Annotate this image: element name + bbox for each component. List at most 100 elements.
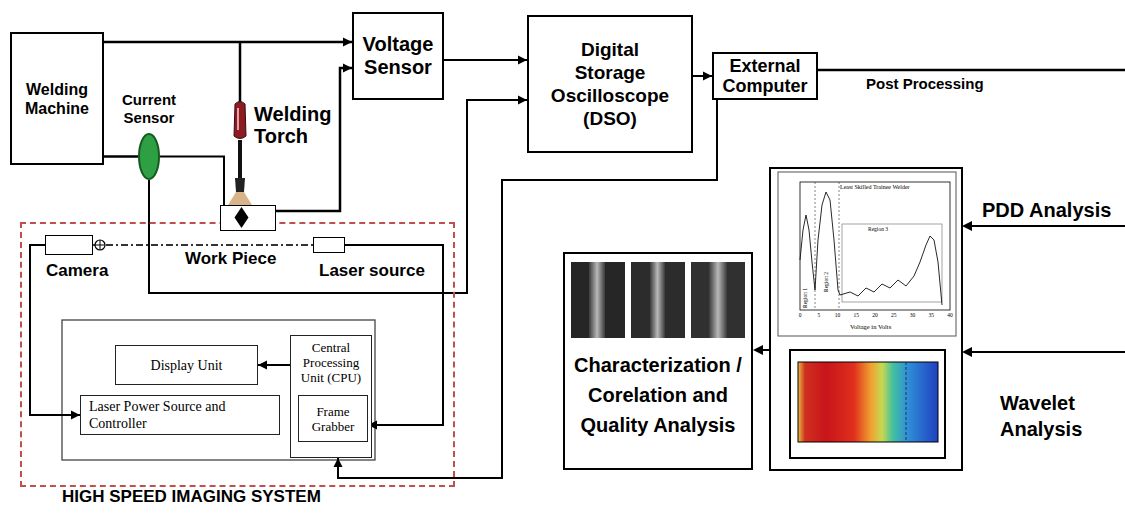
torch-nozzle: [235, 178, 245, 192]
pdd-chart-frame: [778, 172, 956, 336]
node-label: Characterization / Corelation and Qualit…: [569, 350, 747, 440]
node-label: Laser Power Source and Controller: [89, 398, 271, 432]
camera-lens: [95, 240, 105, 250]
connector-arrow: [149, 96, 527, 294]
weld-image: [631, 262, 685, 338]
analysis-panel: [770, 168, 962, 470]
oscilloscope-box: Digital Storage Oscilloscope (DSO): [527, 15, 693, 153]
system-housing: [62, 320, 375, 460]
weld-bead: [589, 262, 605, 338]
pdd-plot-axes: [800, 182, 950, 310]
scalogram-marker: [906, 362, 907, 442]
connector-line: [149, 100, 527, 293]
region-label: Region 3: [868, 226, 888, 233]
chart-title: Least Skilled Trainee Welder: [840, 184, 910, 191]
node-label: Display Unit: [151, 357, 223, 374]
laser-beam: [106, 244, 313, 246]
node-label: Voltage Sensor: [358, 33, 438, 79]
arrow-head: [343, 38, 352, 47]
tick-label: 30: [907, 312, 919, 319]
connector-arrow: [104, 38, 352, 47]
computer-box: External Computer: [712, 52, 818, 100]
node-label: HIGH SPEED IMAGING SYSTEM: [62, 487, 321, 507]
tick-label: 40: [944, 312, 956, 319]
region-label: Region 1: [802, 288, 809, 308]
node-label: Frame Grabber: [301, 404, 365, 434]
arrow-head: [343, 64, 352, 73]
connector-line: [104, 41, 352, 44]
tick-label: 35: [925, 312, 937, 319]
sensor-ellipse: Current Sensor: [138, 133, 160, 180]
pdd-input-arrow: [970, 225, 1125, 227]
torch-lead: [239, 42, 242, 104]
weld-image: [571, 262, 625, 338]
sensor-ellipse-shape: [139, 134, 159, 179]
flow-label: Post Processing: [866, 75, 984, 93]
tick-label: 0: [794, 312, 806, 319]
arc-flame: [228, 192, 252, 205]
arrow-head: [334, 458, 343, 467]
torch-neck: [238, 140, 242, 180]
weld-joint: [221, 206, 274, 229]
connector-arrow: [258, 361, 290, 370]
weld-bead: [650, 262, 665, 338]
part-label: Welding Torch: [254, 103, 336, 147]
analysis-label: PDD Analysis: [982, 198, 1111, 222]
arrow-head: [962, 221, 972, 231]
arrow-head: [258, 361, 267, 370]
tick-label: 5: [813, 312, 825, 319]
work-piece: Work Piece: [220, 205, 276, 231]
grabber-box: Frame Grabber: [298, 395, 368, 442]
node-label: Current Sensor: [109, 91, 189, 127]
connector-line: [160, 157, 224, 206]
node-label: Work Piece: [185, 249, 276, 269]
node-label: External Computer: [718, 56, 812, 96]
wavelet-input-arrow: [970, 351, 1125, 353]
arrow-head: [962, 347, 972, 357]
sensor-shape: [138, 133, 160, 180]
connector-arrow: [444, 56, 527, 65]
tick-label: 15: [850, 312, 862, 319]
connector-line: [104, 155, 138, 158]
controller-box: Laser Power Source and Controller: [80, 395, 280, 435]
torch-handle: [234, 102, 246, 139]
tick-label: 10: [832, 312, 844, 319]
tick-label: 25: [888, 312, 900, 319]
node-label: Welding Machine: [16, 80, 98, 118]
lens-cross: [100, 240, 101, 250]
pdd-curve: [800, 192, 942, 305]
weld-diamond: [235, 207, 249, 228]
region-divider: [815, 182, 816, 310]
region-label: Region 2: [823, 272, 830, 292]
laser-head: Laser source: [313, 237, 345, 253]
analysis-label: Wavelet Analysis: [1000, 390, 1100, 442]
connector-arrow: [693, 72, 712, 81]
node-label: Digital Storage Oscilloscope (DSO): [547, 38, 673, 130]
weld-image: [691, 262, 745, 338]
display-box: Display Unit: [115, 345, 258, 385]
weld-bead: [709, 262, 727, 338]
arrow-head: [703, 72, 712, 81]
wavelet-scalogram: [798, 362, 938, 442]
connector-arrow: [104, 156, 138, 157]
connector-arrow: [160, 157, 224, 206]
node-label: Camera: [46, 261, 108, 281]
arrow-head: [518, 56, 527, 65]
sensor-box: Voltage Sensor: [352, 12, 444, 100]
arrow-head: [518, 96, 527, 105]
result-box: Characterization / Corelation and Qualit…: [563, 252, 753, 470]
node-label: Laser source: [319, 261, 425, 281]
tick-label: 20: [869, 312, 881, 319]
arrow-head: [71, 411, 80, 420]
post-processing-line: [818, 69, 1125, 72]
arrow-head: [753, 345, 763, 355]
node-label: Central Processing Unit (CPU): [293, 340, 369, 385]
machine-box: Welding Machine: [10, 32, 104, 165]
region-box: [842, 224, 942, 302]
camera-body: Camera: [45, 235, 93, 255]
connector-line: [444, 59, 527, 61]
axis-label: Voltage in Volts: [850, 323, 891, 331]
cpu-box: Central Processing Unit (CPU) Frame Grabb…: [290, 335, 372, 458]
torch-highlight: [237, 108, 239, 130]
